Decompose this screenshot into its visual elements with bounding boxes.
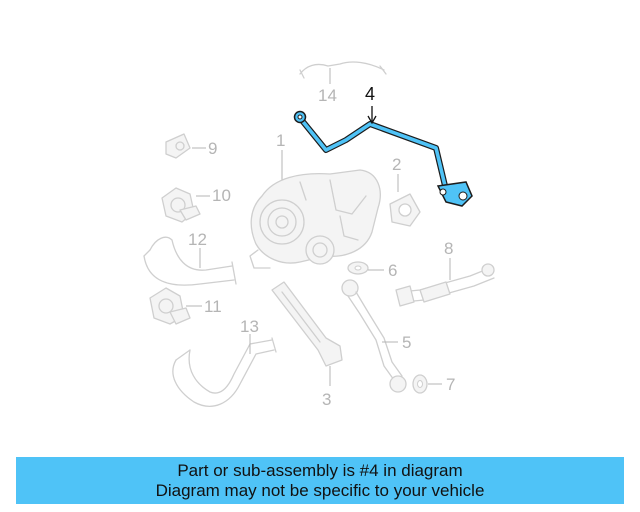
callout-1: 1 bbox=[276, 131, 285, 150]
callout-10: 10 bbox=[212, 186, 231, 205]
callout-2: 2 bbox=[392, 155, 401, 174]
part-8-pipe-assembly bbox=[395, 258, 495, 307]
part-10-valve bbox=[161, 187, 210, 223]
part-12-hose bbox=[143, 236, 237, 286]
callout-4: 4 bbox=[365, 84, 375, 104]
callout-5: 5 bbox=[402, 333, 411, 352]
callout-9: 9 bbox=[208, 139, 217, 158]
part-7-washer bbox=[412, 374, 442, 394]
callout-12: 12 bbox=[188, 230, 207, 249]
part-9-sensor bbox=[165, 133, 206, 159]
callout-6: 6 bbox=[388, 261, 397, 280]
part-4-oil-feed-pipe[interactable] bbox=[293, 106, 473, 207]
part-1-turbocharger bbox=[249, 150, 381, 269]
part-3-bracket bbox=[271, 281, 343, 386]
callout-14: 14 bbox=[318, 86, 337, 105]
part-2-gasket bbox=[389, 174, 421, 227]
part-14-hose bbox=[299, 61, 387, 84]
part-13-hose bbox=[172, 334, 277, 407]
callout-3: 3 bbox=[322, 390, 331, 409]
banner-line-part: Part or sub-assembly is #4 in diagram bbox=[177, 460, 463, 480]
banner-line-disclaimer: Diagram may not be specific to your vehi… bbox=[155, 480, 485, 500]
callout-13: 13 bbox=[240, 317, 259, 336]
info-banner: Part or sub-assembly is #4 in diagram Di… bbox=[16, 457, 624, 504]
part-6-gasket bbox=[347, 261, 384, 275]
part-5-oil-return-pipe bbox=[341, 279, 407, 393]
callout-7: 7 bbox=[446, 375, 455, 394]
parts-diagram: 14 4 9 1 2 bbox=[143, 61, 495, 409]
callout-8: 8 bbox=[444, 239, 453, 258]
part-11-valve bbox=[149, 287, 202, 325]
callout-11: 11 bbox=[204, 297, 222, 316]
